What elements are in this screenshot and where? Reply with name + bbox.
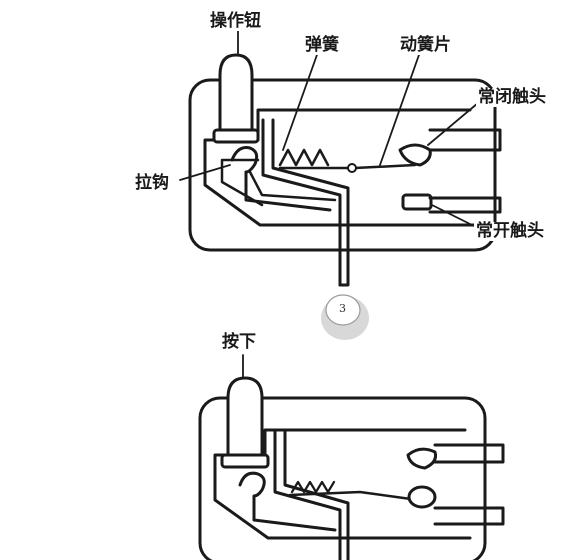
no-contact-bottom <box>407 485 437 509</box>
operating-button-top <box>218 53 254 142</box>
plunger-rod-top <box>261 118 342 287</box>
button-base-top <box>212 128 260 144</box>
page-number-badge <box>321 294 369 340</box>
plunger-rod-bottom <box>273 428 342 560</box>
switch-housing-top <box>188 78 497 252</box>
operating-button-bottom <box>226 376 264 467</box>
no-terminal-bottom <box>433 506 505 526</box>
cavity-inner-step <box>220 158 264 207</box>
cavity-wall-bottom <box>213 428 472 540</box>
spring-bottom <box>290 480 336 494</box>
nc-terminal-top <box>428 128 502 152</box>
moving-reed-bottom <box>288 490 420 502</box>
press-down-label: 按下 <box>220 332 258 352</box>
spring-top <box>278 148 330 167</box>
operating-button-label: 操作钮 <box>208 11 263 31</box>
switch-pressed-state <box>198 354 505 560</box>
no-contact-top <box>401 193 433 211</box>
moving-reed-label: 动簧片 <box>398 35 453 55</box>
nc-terminal-bottom <box>433 443 505 464</box>
switch-released-state <box>179 29 502 287</box>
reed-pivot-top <box>347 163 357 173</box>
normally-open-contact-label: 常开触头 <box>474 221 546 241</box>
pull-hook-label: 拉钩 <box>133 173 171 193</box>
switch-housing-bottom <box>198 396 487 560</box>
plunger-rod-outer-top <box>271 118 350 287</box>
page-number: 3 <box>339 302 346 315</box>
nc-contact-bottom <box>406 447 437 470</box>
nc-contact-top <box>398 143 432 167</box>
cavity-wall-top <box>203 108 477 227</box>
normally-closed-contact-label: 常闭触头 <box>476 87 548 107</box>
no-terminal-top <box>428 196 502 214</box>
button-base-bottom <box>220 453 270 469</box>
pull-hook-bottom <box>238 471 337 532</box>
pull-hook-top <box>230 146 332 212</box>
spring-label: 弹簧 <box>303 35 341 55</box>
leaders-top <box>179 29 479 229</box>
pull-hook-second-top <box>248 170 337 202</box>
